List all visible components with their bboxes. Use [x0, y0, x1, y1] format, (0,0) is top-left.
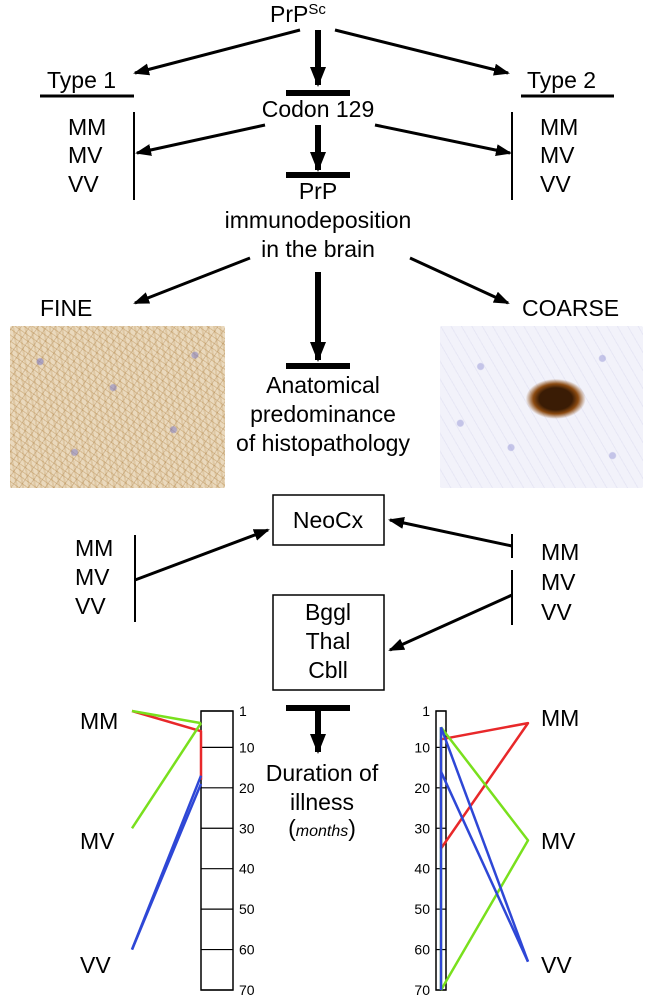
- scale-tick-label-left-70: 70: [239, 982, 255, 998]
- duration-line-left-1: [131, 709, 202, 725]
- duration-line-right-2: [439, 726, 530, 991]
- neocx-label: NeoCx: [293, 507, 364, 533]
- bottom-left-vv: VV: [80, 952, 111, 978]
- type2-mm: MM: [540, 114, 578, 140]
- duration-line-left-0: [131, 709, 203, 780]
- subcortical-box: [272, 594, 385, 691]
- bottom-right-vv: VV: [541, 952, 572, 978]
- duration-line-left-2: [130, 722, 203, 829]
- duration-lines-right: [439, 721, 530, 991]
- scale-tick-label-right-50: 50: [414, 901, 430, 917]
- type2-title: Type 2: [527, 67, 596, 93]
- scale-tick-label-left-20: 20: [239, 780, 255, 796]
- scale-tick-label-right-1: 1: [422, 703, 430, 719]
- arrow-left-to-neocx: [134, 528, 270, 582]
- scale-tick-label-right-20: 20: [414, 780, 430, 796]
- bottom-right-mm: MM: [541, 705, 579, 731]
- anatomical-line2: predominance: [250, 401, 396, 427]
- duration-unit: (months): [288, 815, 356, 841]
- immuno-line3: in the brain: [261, 236, 375, 262]
- arrow-to-coarse: [409, 256, 510, 305]
- scale-tick-label-right-60: 60: [414, 942, 430, 958]
- type1-vv: VV: [68, 171, 99, 197]
- scale-tick-label-left-40: 40: [239, 861, 255, 877]
- bottom-right-mv: MV: [541, 828, 576, 854]
- scale-tick-label-left-60: 60: [239, 942, 255, 958]
- coarse-micrograph: [440, 326, 643, 488]
- anatomical-line3: of histopathology: [236, 430, 410, 456]
- arrow-codon-to-type1: [135, 123, 266, 156]
- right-group-vv: VV: [541, 599, 572, 625]
- duration-line-right-4: [439, 726, 530, 963]
- duration-line2: illness: [290, 789, 354, 815]
- cbll-label: Cbll: [308, 657, 348, 683]
- codon-label: Codon 129: [262, 96, 375, 122]
- duration-scale-left: 1 10 20 30 40 50 60 70: [200, 703, 255, 998]
- arrow-to-fine: [133, 256, 251, 305]
- thal-label: Thal: [306, 628, 351, 654]
- arrow-to-type2: [334, 28, 510, 76]
- scale-tick-label-left-30: 30: [239, 820, 255, 836]
- type2-vv: VV: [540, 171, 571, 197]
- arrow-codon-to-type2: [374, 123, 512, 157]
- type1-title: Type 1: [47, 67, 116, 93]
- coarse-label: COARSE: [522, 295, 619, 321]
- anatomical-line1: Anatomical: [266, 372, 380, 398]
- fine-micrograph: [10, 326, 225, 488]
- type1-mv: MV: [68, 142, 103, 168]
- arrow-right-mm-to-neocx: [388, 517, 513, 548]
- fine-label: FINE: [40, 295, 92, 321]
- prpsc-label: PrPSc: [270, 1, 326, 27]
- scale-tick-label-right-30: 30: [414, 820, 430, 836]
- scale-tick-label-right-70: 70: [414, 982, 430, 998]
- left-group-vv: VV: [75, 593, 106, 619]
- bggl-label: Bggl: [305, 599, 351, 625]
- type2-mv: MV: [540, 142, 575, 168]
- neocx-box: [272, 494, 385, 546]
- scale-tick-label-right-40: 40: [414, 861, 430, 877]
- arrow-to-type1: [133, 28, 301, 76]
- duration-line1: Duration of: [266, 760, 379, 786]
- immuno-line1: PrP: [299, 178, 337, 204]
- left-group-mm: MM: [75, 535, 113, 561]
- scale-tick-label-left-50: 50: [239, 901, 255, 917]
- left-group-mv: MV: [75, 564, 110, 590]
- duration-line-left-4: [130, 783, 203, 951]
- arrow-right-mvvv-to-subcortical: [388, 593, 513, 652]
- bottom-left-mm: MM: [80, 708, 118, 734]
- scale-tick-label-right-10: 10: [414, 739, 430, 755]
- type1-mm: MM: [68, 114, 106, 140]
- scale-tick-label-left-1: 1: [239, 703, 247, 719]
- right-group-mm: MM: [541, 539, 579, 565]
- scale-box-left: [200, 710, 234, 991]
- duration-line-right-5: [439, 771, 530, 963]
- right-group-mv: MV: [541, 569, 576, 595]
- bottom-left-mv: MV: [80, 828, 115, 854]
- immuno-line2: immunodeposition: [225, 207, 412, 233]
- duration-lines-left: [130, 709, 203, 951]
- scale-tick-label-left-10: 10: [239, 739, 255, 755]
